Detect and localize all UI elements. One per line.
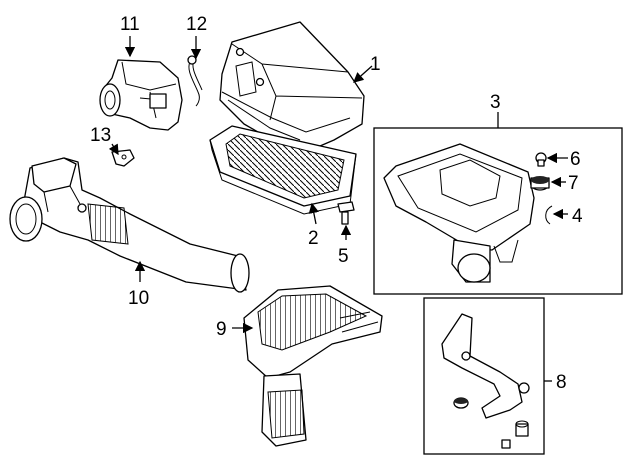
leader-lines bbox=[108, 36, 568, 382]
intake-hose-part bbox=[9, 157, 250, 293]
callout-8: 8 bbox=[556, 372, 567, 393]
callout-3: 3 bbox=[490, 92, 501, 113]
callout-4: 4 bbox=[572, 206, 583, 227]
grommet-part bbox=[535, 152, 547, 167]
callout-10: 10 bbox=[128, 288, 149, 309]
insulator-part bbox=[530, 176, 550, 191]
air-filter-part bbox=[209, 125, 357, 215]
support-bracket-part bbox=[441, 313, 530, 449]
callout-11: 11 bbox=[120, 14, 140, 35]
clamp-part bbox=[545, 205, 553, 225]
callout-6: 6 bbox=[570, 149, 581, 170]
bracket-part bbox=[111, 149, 135, 167]
callout-1: 1 bbox=[370, 54, 381, 75]
clip-part bbox=[187, 55, 203, 107]
callout-9: 9 bbox=[216, 319, 227, 340]
callout-7: 7 bbox=[568, 173, 579, 194]
air-cleaner-cover-part bbox=[219, 21, 365, 153]
air-flow-sensor-part bbox=[99, 59, 183, 131]
callout-2: 2 bbox=[308, 228, 319, 249]
callout-12: 12 bbox=[186, 14, 207, 35]
callout-13: 13 bbox=[90, 125, 111, 146]
bracket-group-box bbox=[423, 297, 545, 455]
air-cleaner-housing-part bbox=[383, 143, 535, 283]
callout-5: 5 bbox=[338, 246, 349, 267]
bolt-part bbox=[337, 201, 355, 225]
resonator-part bbox=[243, 285, 383, 447]
